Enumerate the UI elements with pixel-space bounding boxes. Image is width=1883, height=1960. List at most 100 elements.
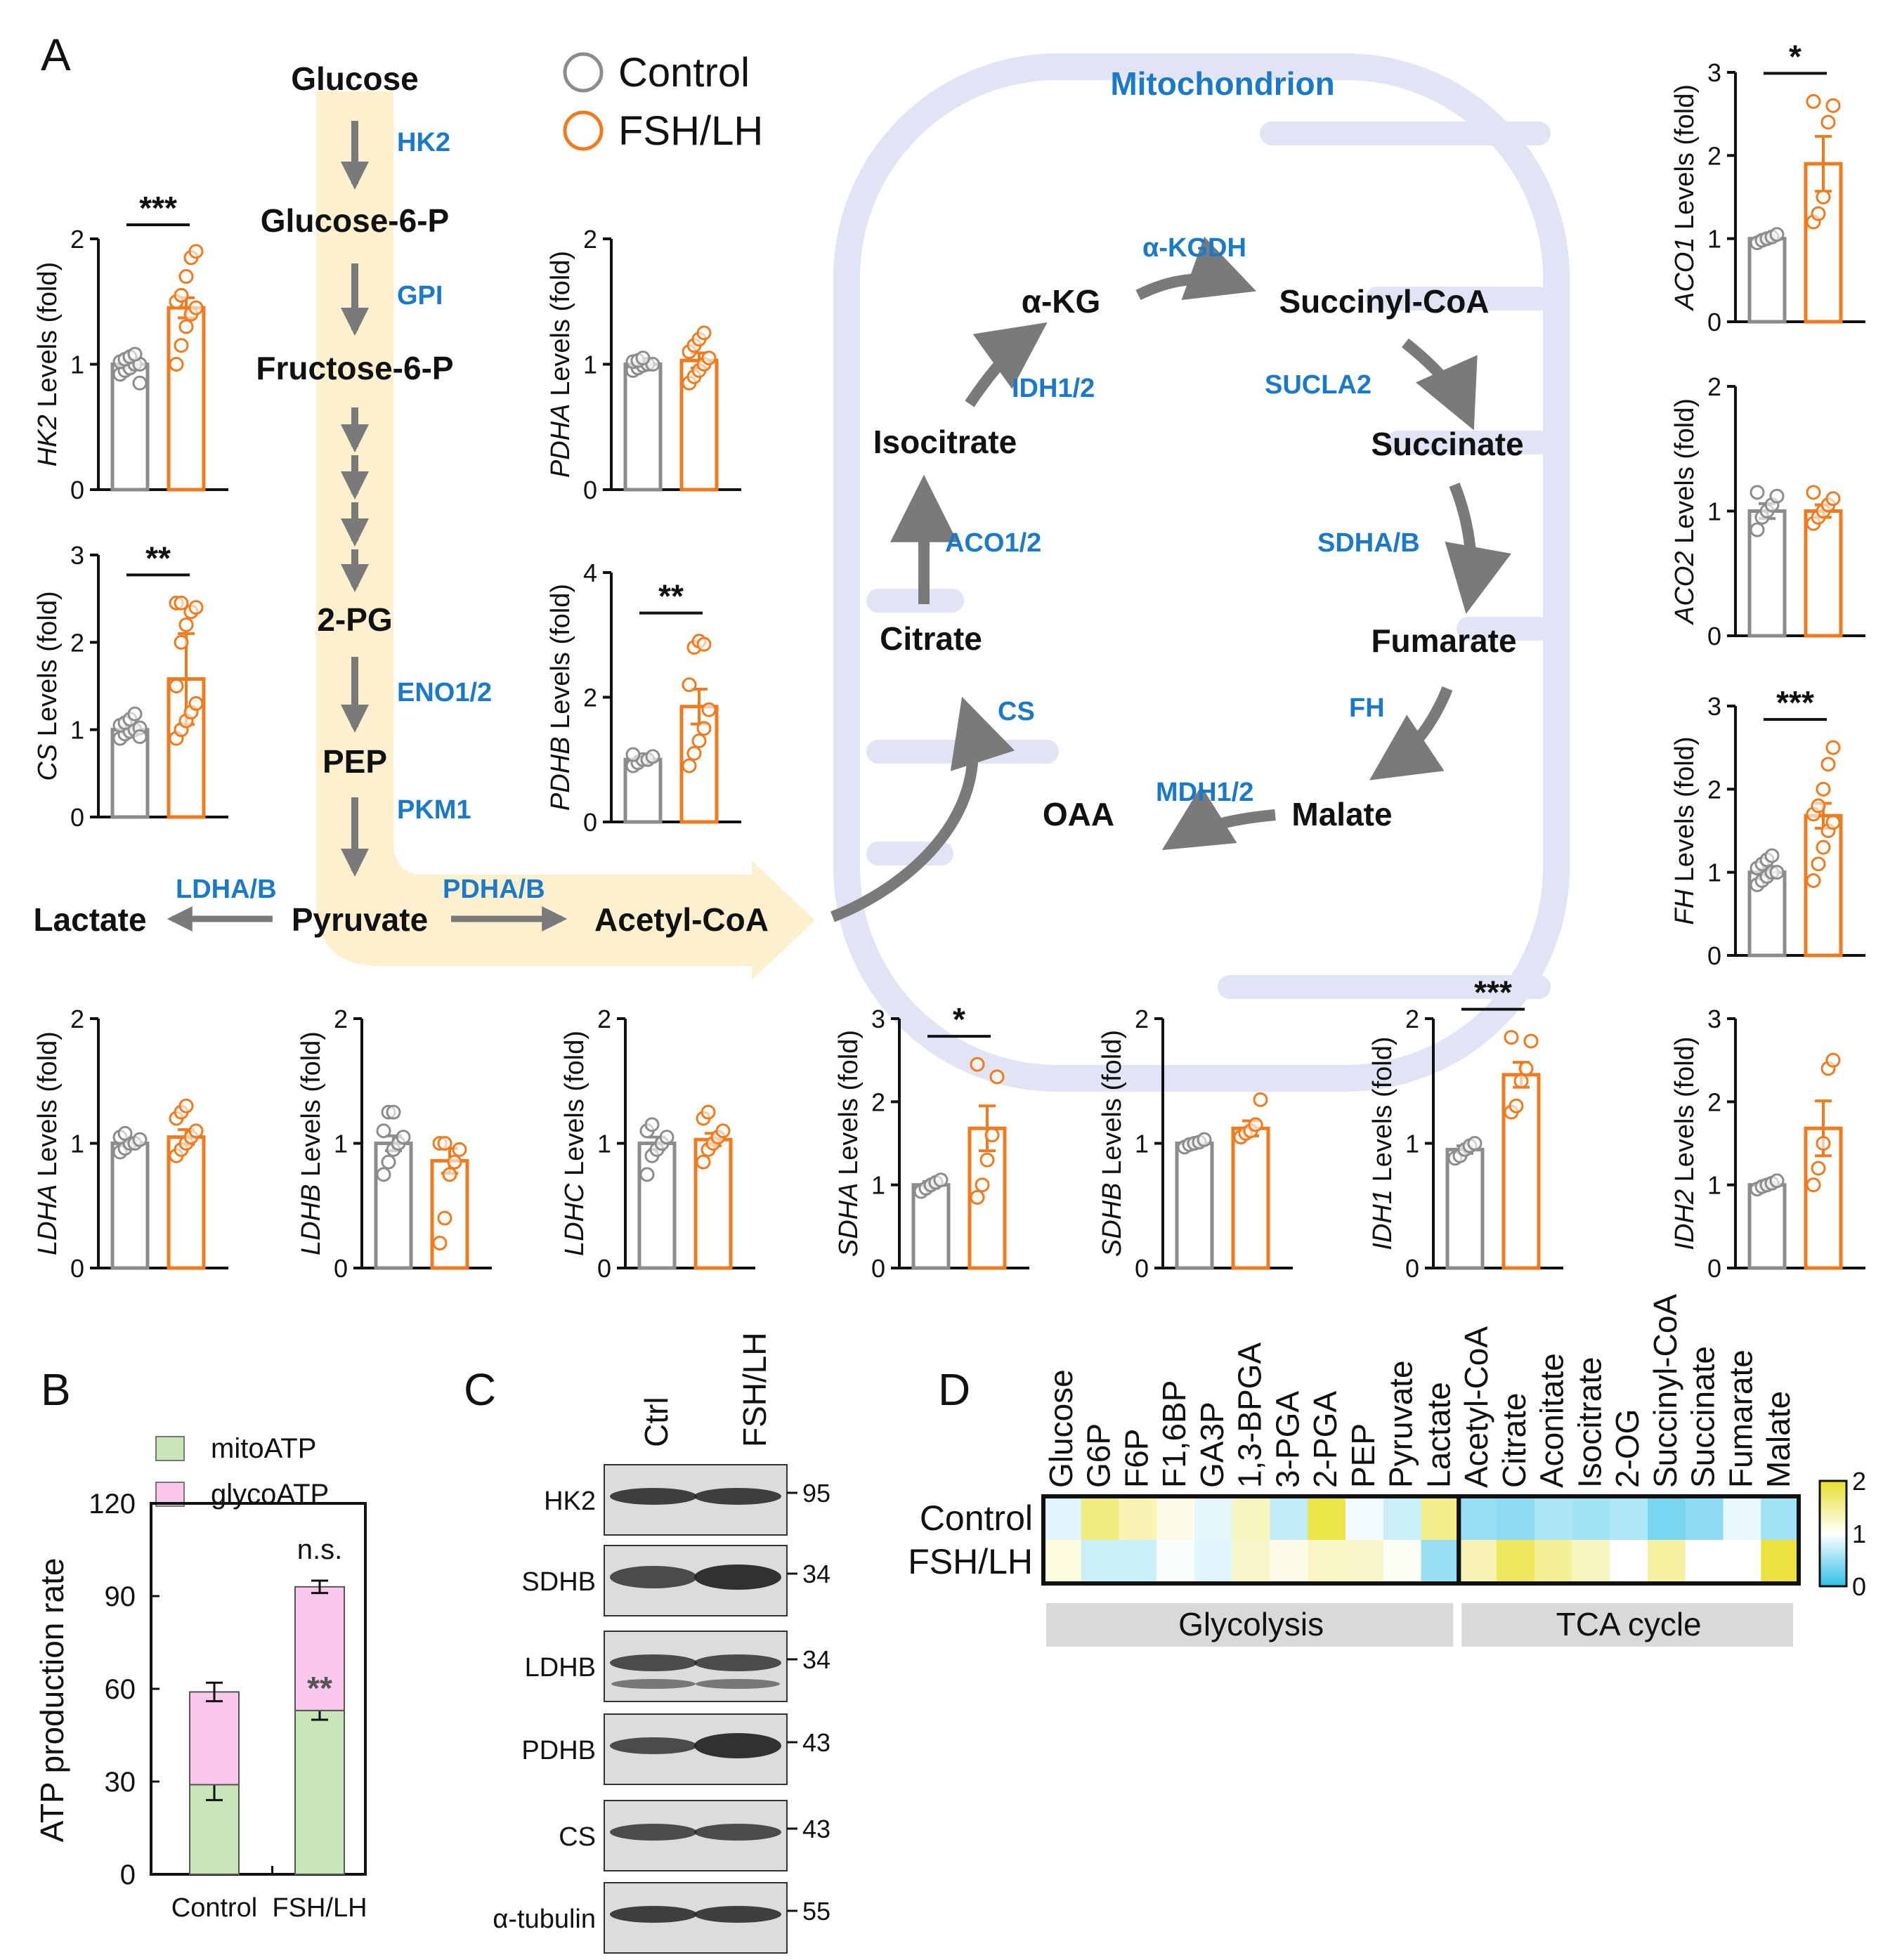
metabolite-f6p: Fructose-6-P <box>256 350 453 386</box>
y-tick-label: 2 <box>1405 1005 1419 1033</box>
data-point <box>1816 839 1831 855</box>
data-point <box>1811 798 1826 814</box>
mw-marker: 95 <box>802 1479 830 1508</box>
gene-name: PDHB <box>546 736 575 811</box>
data-point <box>174 287 189 303</box>
heatmap-cell <box>1383 1540 1421 1583</box>
y-tick-label: 2 <box>1707 141 1721 170</box>
data-point <box>1764 848 1780 863</box>
significance-stars: * <box>1789 38 1801 74</box>
data-point <box>447 1154 462 1170</box>
ylabel-suffix: Levels (fold) <box>1097 1030 1127 1183</box>
band-fsh <box>694 1654 781 1671</box>
heatmap-column-label: Succinyl-CoA <box>1647 1294 1683 1488</box>
enzyme-eno: ENO1/2 <box>397 678 492 707</box>
gene-name: SDHA <box>834 1182 864 1257</box>
ylabel-suffix: Levels (fold) <box>546 584 575 737</box>
data-point <box>701 702 717 717</box>
data-point <box>696 636 712 652</box>
metabolite-pep: PEP <box>322 743 387 780</box>
y-tick-label: 0 <box>334 1254 348 1283</box>
heatmap-cell <box>1119 1540 1157 1583</box>
y-tick-label: 0 <box>1707 1254 1721 1283</box>
data-point <box>1825 98 1841 113</box>
protein-label: LDHB <box>525 1653 596 1683</box>
y-tick-label: 1 <box>334 1130 348 1158</box>
y-tick-label: 1 <box>583 351 597 379</box>
enzyme-aco: ACO1/2 <box>945 528 1041 558</box>
y-tick-label: 3 <box>871 1005 885 1033</box>
data-point <box>686 745 702 761</box>
blot-row-hk2: HK2 95 <box>544 1464 830 1536</box>
y-tick-label: 2 <box>1707 1087 1721 1116</box>
y-axis-label: IDH2 Levels (fold) <box>1670 1036 1700 1250</box>
heatmap-cell <box>1156 1496 1195 1540</box>
y-tick-label: 3 <box>1707 58 1721 87</box>
ns-annotation: n.s. <box>297 1534 342 1565</box>
heatmap-column-label: PEP <box>1345 1423 1381 1488</box>
bar-control <box>1445 1147 1485 1270</box>
y-tick-label: 3 <box>70 541 84 570</box>
legend-glycoatp: glycoATP <box>211 1479 329 1510</box>
y-tick-label: 1 <box>597 1130 611 1158</box>
y-axis-label: IDH1 Levels (fold) <box>1368 1036 1397 1250</box>
heatmap-cell <box>1723 1496 1761 1540</box>
stack-mitoatp-fshlh <box>294 1709 345 1876</box>
heatmap-cell <box>1534 1540 1572 1583</box>
data-point <box>1769 1173 1785 1189</box>
heatmap-column-label: Acetyl-CoA <box>1458 1326 1494 1488</box>
data-point <box>701 1104 716 1120</box>
x-category-label: FSH/LH <box>272 1893 367 1923</box>
ylabel-suffix: Levels (fold) <box>297 1031 326 1184</box>
data-point <box>1811 1161 1826 1176</box>
y-tick-label: 60 <box>105 1674 136 1705</box>
data-point <box>1825 740 1841 755</box>
y-tick-label: 1 <box>1707 858 1721 887</box>
y-axis-label: SDHB Levels (fold) <box>1097 1030 1127 1257</box>
data-point <box>386 1104 401 1120</box>
panel-label-b: B <box>41 1364 71 1415</box>
band-ctrl-lower <box>611 1679 696 1689</box>
data-point <box>1750 485 1765 500</box>
legend-fsh-marker <box>563 110 604 151</box>
glycolysis-pathway: Glucose HK2 Glucose-6-P GPI Fructose-6-P… <box>33 60 769 938</box>
y-tick-label: 1 <box>1707 225 1721 254</box>
mw-marker: 43 <box>802 1728 830 1757</box>
gene-name: LDHC <box>560 1183 589 1256</box>
data-point <box>701 351 717 366</box>
heatmap-cell <box>1270 1496 1308 1540</box>
significance-stars: ** <box>307 1670 332 1706</box>
protein-label: HK2 <box>544 1487 596 1516</box>
atp-ylabel: ATP production rate <box>34 1558 70 1843</box>
metabolite-malate: Malate <box>1291 796 1392 832</box>
y-axis-label: ACO2 Levels (fold) <box>1670 398 1700 625</box>
data-point <box>432 1236 448 1250</box>
data-point <box>984 1128 1000 1143</box>
heatmap-cell <box>1610 1496 1648 1540</box>
enzyme-sucla2: SUCLA2 <box>1265 370 1371 400</box>
data-point <box>970 1057 985 1072</box>
heatmap-cell <box>1723 1540 1761 1583</box>
heatmap-column-label: 2-PGA <box>1307 1391 1343 1488</box>
gene-name: PDHA <box>546 403 575 478</box>
bar-control <box>1747 1183 1787 1270</box>
data-point <box>1811 206 1826 221</box>
panel-label-a: A <box>41 30 71 80</box>
metabolite-succinylcoa: Succinyl-CoA <box>1279 283 1489 320</box>
bar-fshlh <box>1231 1126 1270 1270</box>
ylabel-suffix: Levels (fold) <box>1368 1036 1397 1189</box>
y-axis-label: SDHA Levels (fold) <box>834 1030 864 1257</box>
data-point <box>188 300 204 315</box>
bar-control <box>1175 1142 1214 1270</box>
data-point <box>625 747 641 762</box>
y-tick-label: 0 <box>597 1254 611 1283</box>
mitochondrion-shape <box>833 53 1570 1092</box>
heatmap-cell <box>1156 1540 1195 1583</box>
